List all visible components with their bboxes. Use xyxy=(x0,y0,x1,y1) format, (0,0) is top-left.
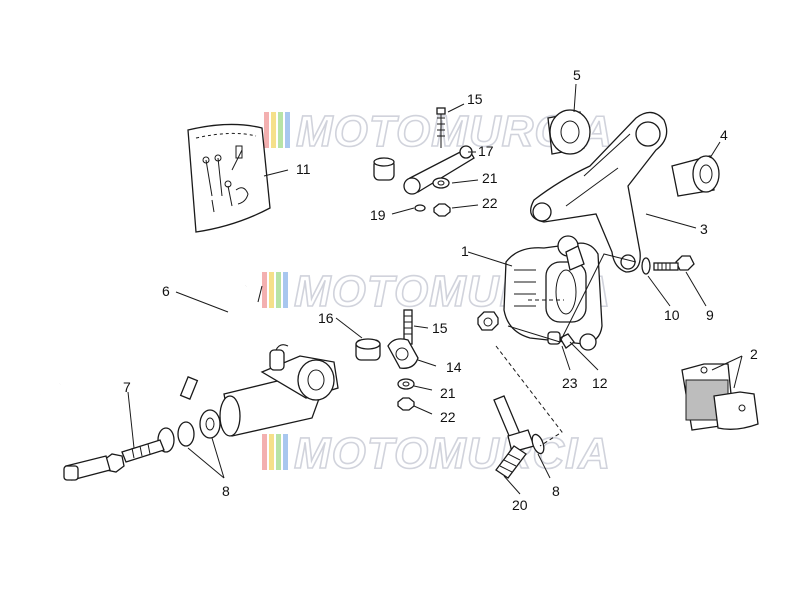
bleed-nipple-part-20 xyxy=(493,395,535,479)
callout-17: 17 xyxy=(478,143,494,159)
callout-9: 9 xyxy=(706,307,714,323)
footpeg-bracket-part-3 xyxy=(530,111,668,273)
callout-4: 4 xyxy=(720,127,728,143)
washer-part-8-right xyxy=(531,433,545,455)
assembly-guide-lines xyxy=(257,285,564,447)
bushing-part-5 xyxy=(547,109,591,155)
brake-hose-part-6 xyxy=(179,285,248,425)
washer-part-21-lower xyxy=(397,378,415,390)
callout-3: 3 xyxy=(700,221,708,237)
callout-8-left: 8 xyxy=(222,483,230,499)
callout-1: 1 xyxy=(461,243,469,259)
callout-23: 23 xyxy=(562,375,578,391)
callout-22-lower: 22 xyxy=(440,409,456,425)
bushing-part-4 xyxy=(671,155,720,197)
brake-line-left xyxy=(34,383,111,481)
callout-21-upper: 21 xyxy=(482,170,498,186)
callout-21-lower: 21 xyxy=(440,385,456,401)
bushing-part-16-lower xyxy=(355,338,381,361)
callout-labels: 1 2 3 4 5 6 7 8 8 9 10 11 12 14 15 15 16… xyxy=(123,67,758,513)
bleed-valve-part-12 xyxy=(559,333,575,349)
nut-part-13 xyxy=(477,311,499,331)
callout-6: 6 xyxy=(162,283,170,299)
washer-part-19 xyxy=(414,204,426,212)
washers-part-8-left xyxy=(157,409,221,453)
watermark-text: MOTOMURCIA xyxy=(294,429,611,478)
leader-lines xyxy=(127,83,743,495)
callout-7: 7 xyxy=(123,379,131,395)
cap-part-23 xyxy=(547,331,561,345)
bolt-part-15-upper xyxy=(436,107,446,148)
nut-part-22-upper xyxy=(433,203,451,217)
callout-22-upper: 22 xyxy=(482,195,498,211)
bracket-part-17 xyxy=(403,145,475,195)
callout-20: 20 xyxy=(512,497,528,513)
callout-2: 2 xyxy=(750,346,758,362)
callout-10: 10 xyxy=(664,307,680,323)
callout-11: 11 xyxy=(296,161,311,177)
callout-15-lower: 15 xyxy=(432,320,448,336)
bushing-part-16-upper xyxy=(373,157,395,181)
callout-16: 16 xyxy=(318,310,334,326)
master-cylinder xyxy=(219,344,339,437)
washer-part-10 xyxy=(641,257,651,275)
hardware-bag-part-11 xyxy=(187,123,271,233)
brake-pads-part-2 xyxy=(681,363,759,431)
washer-part-21-upper xyxy=(432,177,450,189)
callout-12: 12 xyxy=(592,375,608,391)
callout-15-upper: 15 xyxy=(467,91,483,107)
callout-5: 5 xyxy=(573,67,581,83)
callout-8-right: 8 xyxy=(552,483,560,499)
clamp-part-14 xyxy=(387,338,419,369)
nut-part-22-lower xyxy=(397,397,415,411)
callout-19: 19 xyxy=(370,207,386,223)
bolt-part-9 xyxy=(653,255,695,271)
brake-caliper-part-1 xyxy=(503,235,603,351)
callout-14: 14 xyxy=(446,359,462,375)
watermark-bottom: MOTOMURCIA xyxy=(262,428,611,479)
